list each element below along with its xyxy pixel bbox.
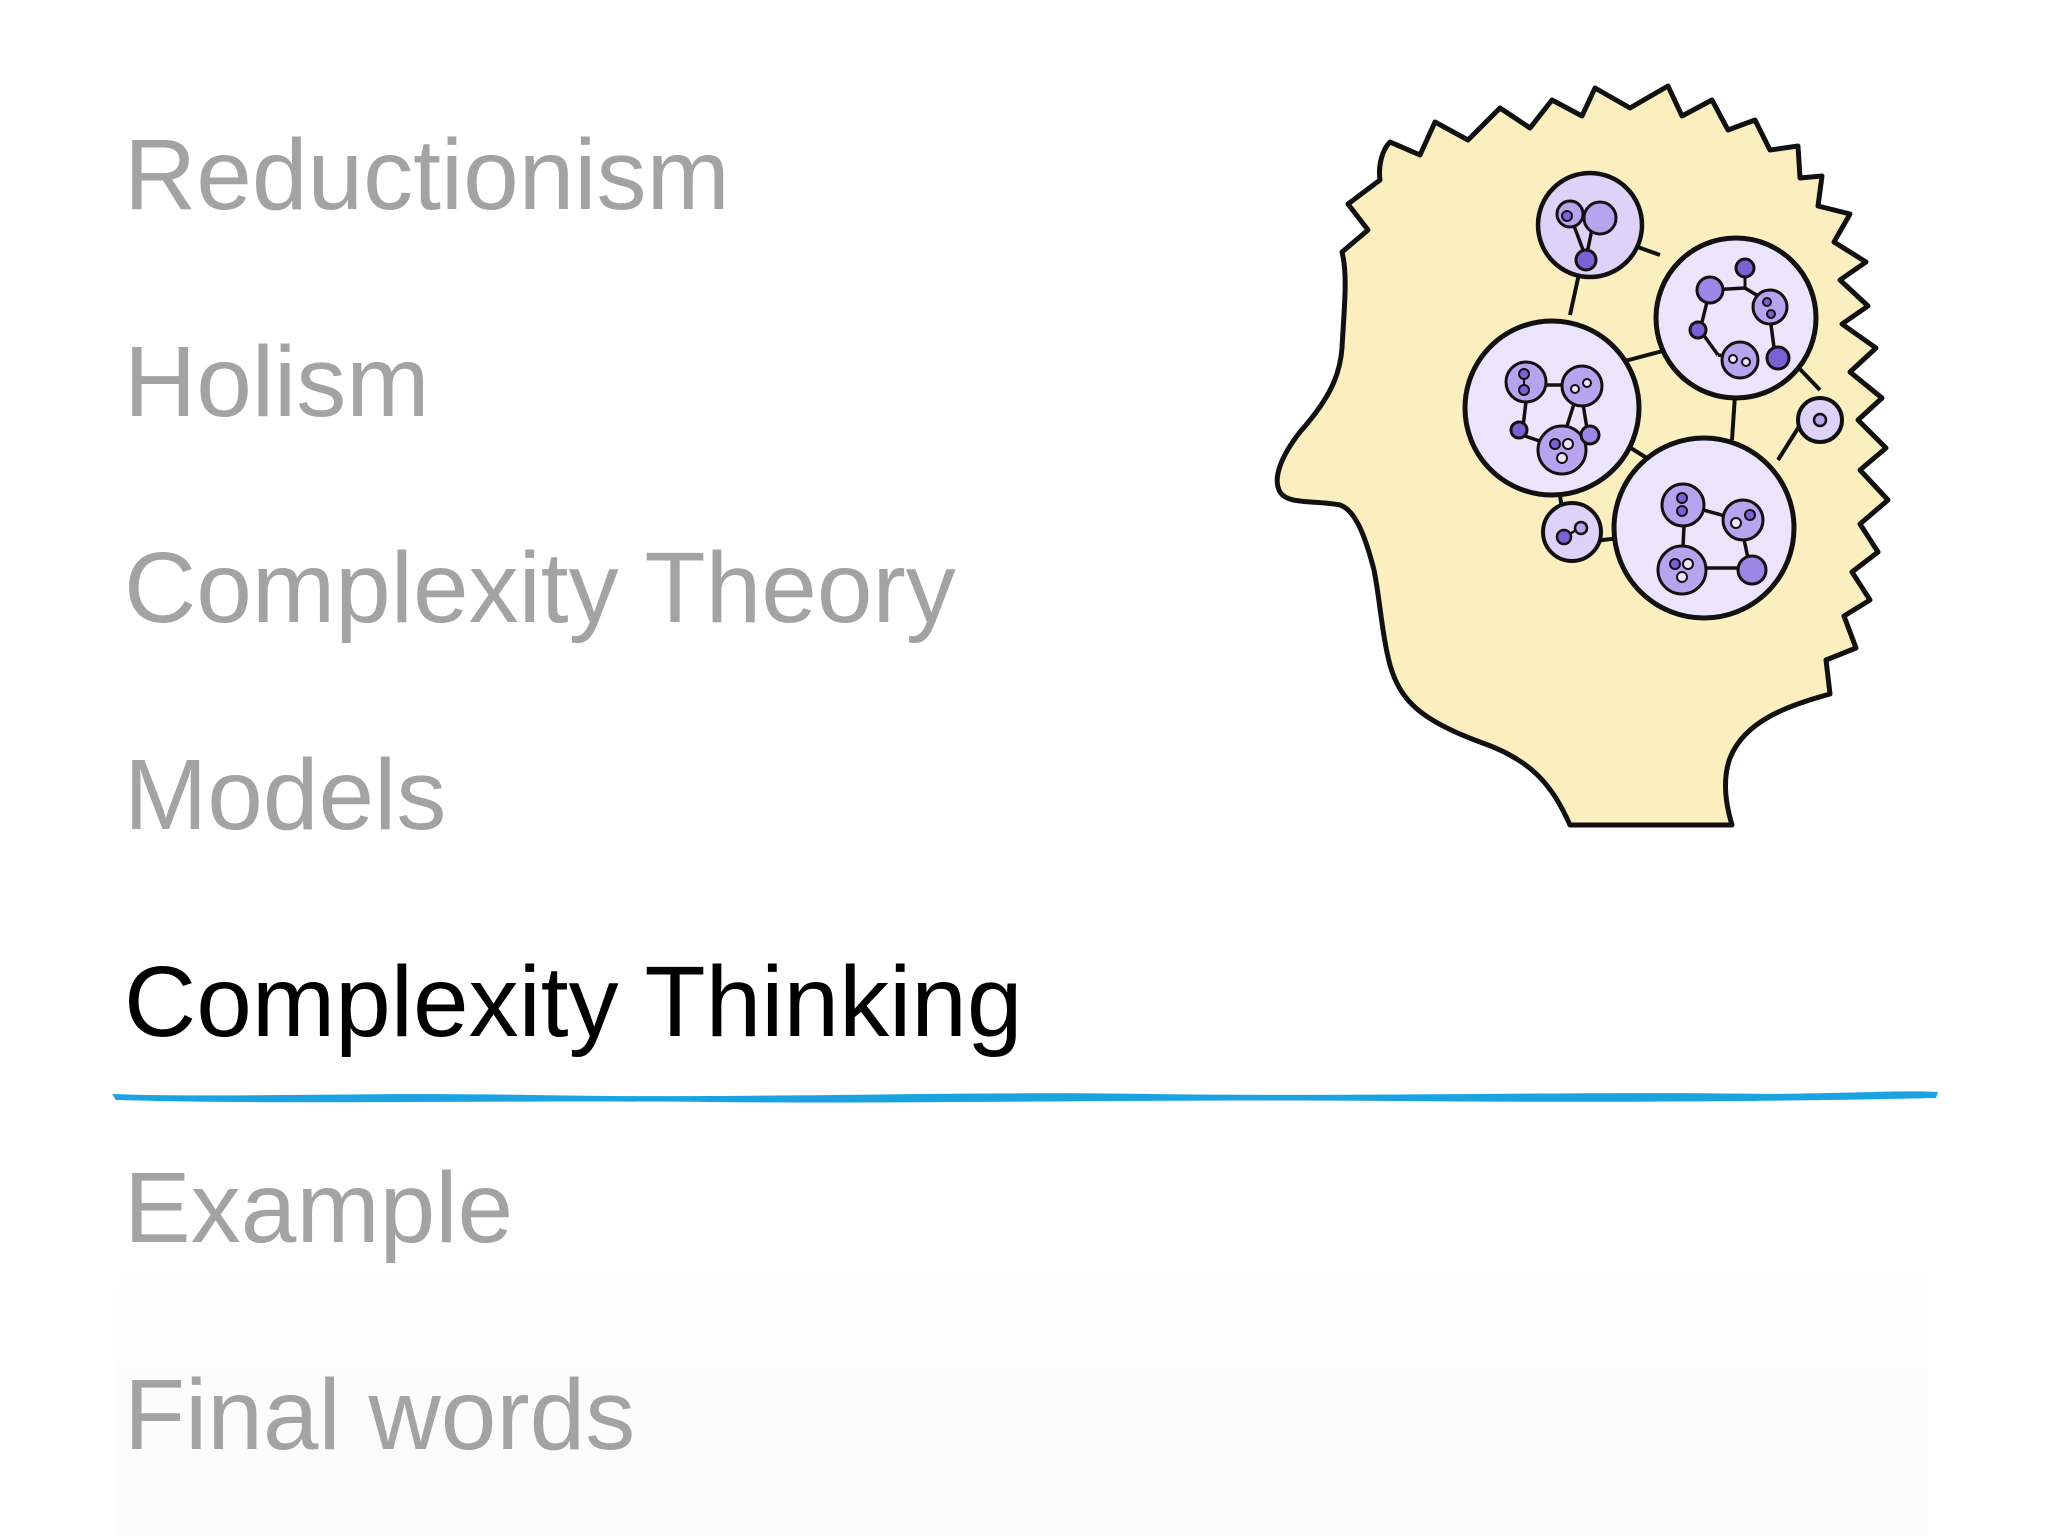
section-divider-line: [112, 1091, 1938, 1103]
agenda-item-reductionism: Reductionism: [124, 119, 730, 231]
head-with-network-icon: [1274, 83, 1891, 828]
agenda-item-example: Example: [124, 1152, 514, 1264]
agenda-item-final-words: Final words: [124, 1359, 636, 1471]
agenda-item-models: Models: [124, 739, 447, 851]
agenda-item-complexity-thinking-current: Complexity Thinking: [124, 946, 1023, 1058]
agenda-item-holism: Holism: [124, 326, 430, 438]
background-shade: [118, 1110, 1928, 1536]
agenda-item-complexity-theory: Complexity Theory: [124, 532, 956, 644]
